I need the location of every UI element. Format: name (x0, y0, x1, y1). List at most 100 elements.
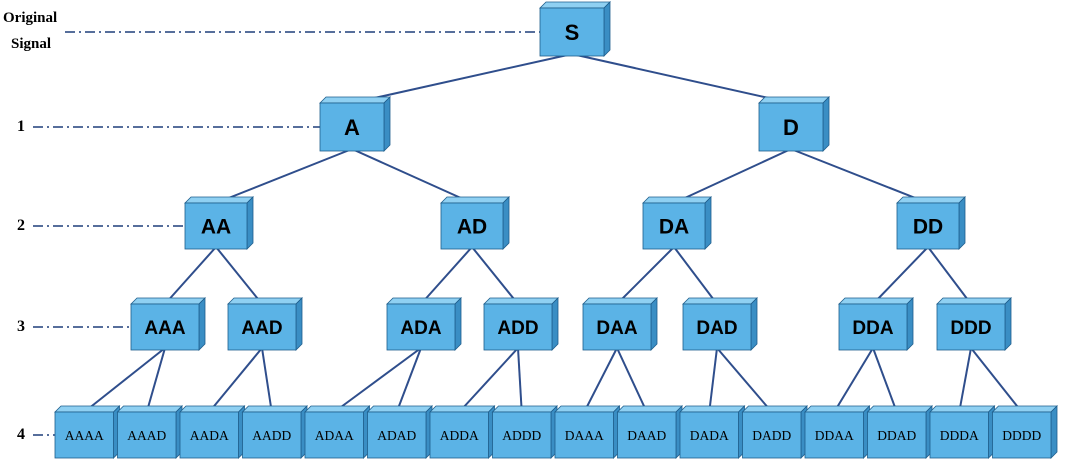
node-leaf-15-label: DDDD (1002, 428, 1041, 443)
node-level3-2-top-face (386, 297, 462, 305)
node-level3-1: AAD (227, 297, 303, 351)
node-leaf-2-top-face (179, 405, 246, 413)
node-level2-3-front-face (896, 202, 960, 250)
node-leaf-9: DAAD (616, 405, 683, 459)
node-level1-0: A (319, 96, 391, 152)
node-leaf-15-top-face (991, 405, 1058, 413)
node-leaf-7-label: ADDD (502, 428, 541, 443)
edge-l3-3 (261, 347, 273, 413)
node-level3-0: AAA (130, 297, 206, 351)
node-leaf-15: DDDD (991, 405, 1058, 459)
node-level1-1-label: D (783, 115, 799, 140)
node-level3-6-label: DDA (852, 318, 893, 339)
node-level3-2: ADA (386, 297, 462, 351)
node-leaf-14-front-face (929, 411, 989, 459)
node-level3-6-front-face (838, 303, 908, 351)
edge-l3-6 (458, 347, 519, 413)
edge-l3-2 (208, 347, 263, 413)
node-leaf-15-side-face (1050, 405, 1058, 459)
node-level3-7-label: DDD (950, 318, 991, 339)
node-leaf-13-front-face (867, 411, 927, 459)
node-leaf-2-label: AADA (190, 428, 229, 443)
node-level1-0-front-face (319, 102, 385, 152)
node-root-label: S (565, 20, 580, 45)
node-level1-0-top-face (319, 96, 391, 104)
node-level1-1-side-face (822, 96, 830, 152)
level-label-original-line1: Original (3, 10, 57, 26)
edge-l2-7 (927, 246, 972, 305)
node-level3-0-side-face (198, 297, 206, 351)
node-level3-1-front-face (227, 303, 297, 351)
node-leaf-10: DADA (679, 405, 746, 459)
node-level3-7: DDD (936, 297, 1012, 351)
node-leaf-4-top-face (304, 405, 371, 413)
node-leaf-14: DDDA (929, 405, 996, 459)
node-level3-3: ADD (483, 297, 559, 351)
node-level2-1-side-face (502, 196, 510, 250)
node-leaf-7: ADDD (491, 405, 558, 459)
edge-root-1 (571, 53, 792, 104)
edge-l3-14 (958, 347, 972, 413)
edge-l3-8 (583, 347, 618, 413)
level-labels: Original Signal 1 2 3 4 (3, 10, 57, 443)
node-level3-2-label: ADA (400, 318, 441, 339)
node-leaf-11-top-face (741, 405, 808, 413)
node-level3-0-front-face (130, 303, 200, 351)
node-level3-5: DAD (682, 297, 758, 351)
node-leaf-1-label: AAAD (127, 428, 166, 443)
level-label-1: 1 (17, 118, 25, 135)
node-level2-2-top-face (642, 196, 712, 204)
node-leaf-6-front-face (429, 411, 489, 459)
edge-l1-1 (351, 148, 473, 204)
edge-root-0 (351, 53, 573, 104)
node-leaf-8: DAAA (554, 405, 621, 459)
node-level3-4-top-face (582, 297, 658, 305)
node-leaf-5-top-face (366, 405, 433, 413)
node-level2-2-front-face (642, 202, 706, 250)
edge-l3-1 (145, 347, 166, 413)
edge-l3-11 (716, 347, 773, 413)
edge-l1-2 (673, 148, 792, 204)
edge-l3-10 (708, 347, 718, 413)
node-level3-1-side-face (295, 297, 303, 351)
node-level3-7-side-face (1004, 297, 1012, 351)
node-leaf-9-label: DAAD (627, 428, 666, 443)
node-level2-3-label: DD (913, 216, 943, 239)
edge-l2-5 (673, 246, 718, 305)
node-level2-0: AA (184, 196, 254, 250)
node-level1-0-label: A (344, 115, 360, 140)
node-level1-1-front-face (758, 102, 824, 152)
node-level3-4-label: DAA (596, 318, 637, 339)
node-root-top-face (539, 1, 611, 9)
node-level2-0-side-face (246, 196, 254, 250)
node-root-front-face (539, 7, 605, 57)
node-level3-3-front-face (483, 303, 553, 351)
node-leaf-3: AADD (241, 405, 308, 459)
edge-l2-2 (420, 246, 473, 305)
node-level3-0-top-face (130, 297, 206, 305)
node-level3-3-side-face (551, 297, 559, 351)
node-level2-2-side-face (704, 196, 712, 250)
node-leaf-15-front-face (992, 411, 1052, 459)
node-level2-2: DA (642, 196, 712, 250)
level-label-original-line2: Signal (11, 36, 51, 52)
node-leaf-1: AAAD (116, 405, 183, 459)
node-level3-5-label: DAD (696, 318, 737, 339)
node-root-side-face (603, 1, 611, 57)
edge-l3-15 (970, 347, 1023, 413)
node-leaf-2: AADA (179, 405, 246, 459)
node-leaf-10-label: DADA (690, 428, 729, 443)
edge-l2-0 (164, 246, 217, 305)
node-leaf-3-label: AADD (252, 428, 291, 443)
node-level2-1: AD (440, 196, 510, 250)
node-level3-5-front-face (682, 303, 752, 351)
node-leaf-8-label: DAAA (565, 428, 604, 443)
node-level3-6: DDA (838, 297, 914, 351)
node-level3-5-top-face (682, 297, 758, 305)
node-leaf-11-front-face (742, 411, 802, 459)
node-level3-5-side-face (750, 297, 758, 351)
node-level1-1-top-face (758, 96, 830, 104)
node-leaf-14-top-face (929, 405, 996, 413)
edge-l3-12 (833, 347, 874, 413)
node-level2-0-label: AA (201, 216, 231, 239)
